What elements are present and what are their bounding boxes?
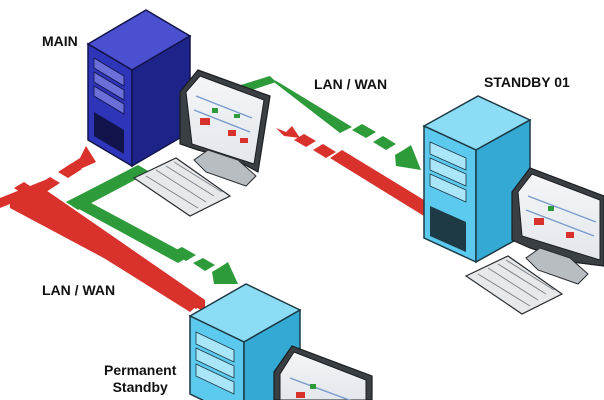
standby-01-label: STANDBY 01 (484, 74, 570, 90)
standby-01-workstation (464, 167, 604, 315)
main-label: MAIN (42, 33, 78, 49)
green-sync-arrow-to-permanent (66, 165, 190, 263)
red-dashes-top (276, 126, 336, 158)
red-return-arrow-to-main-top (330, 150, 424, 216)
red-dashes-bottom (36, 146, 96, 192)
lan-wan-label-bottom: LAN / WAN (42, 282, 116, 298)
red-return-arrow-to-main-bottom (0, 178, 205, 312)
main-server-tower (86, 9, 192, 168)
green-dashes-top (352, 124, 421, 170)
lan-wan-label-top: LAN / WAN (314, 76, 388, 92)
permanent-standby-workstation (273, 345, 373, 400)
main-workstation (132, 69, 271, 217)
standby-label-line2: Standby (112, 379, 168, 395)
permanent-label-line1: Permanent (104, 362, 177, 378)
green-dashes-bottom (172, 247, 238, 284)
permanent-standby-label: Permanent Standby (104, 362, 176, 396)
